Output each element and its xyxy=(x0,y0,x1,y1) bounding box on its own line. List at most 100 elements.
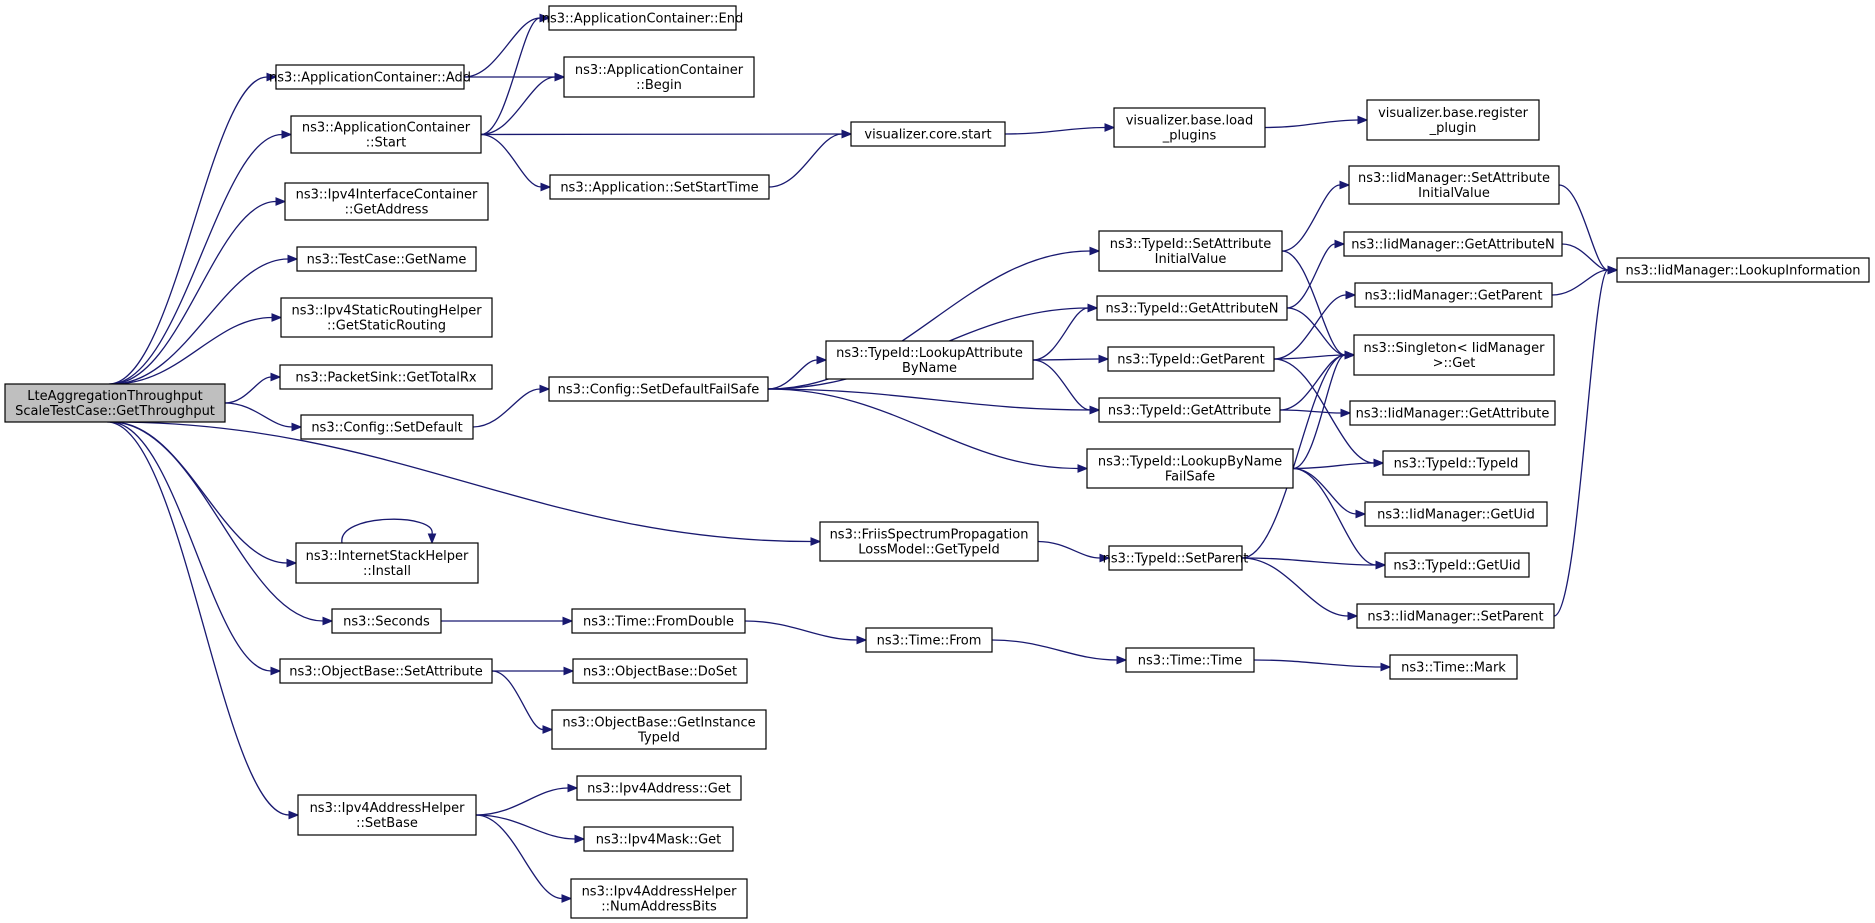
node-label: ns3::Config::SetDefault xyxy=(311,421,462,436)
node-box xyxy=(1107,346,1275,372)
edge-line xyxy=(463,17,541,78)
edge-appadd-to-append xyxy=(463,13,551,78)
node-box xyxy=(280,297,493,338)
node-objdoset[interactable]: ns3::ObjectBase::DoSet xyxy=(572,658,748,684)
node-label: ScaleTestCase::GetThroughput xyxy=(15,404,215,419)
node-label: ::Begin xyxy=(636,78,682,93)
edge-inetinstall-to-inetinstall xyxy=(341,518,437,545)
node-ipv4maskget[interactable]: ns3::Ipv4Mask::Get xyxy=(583,826,734,852)
node-box xyxy=(295,542,479,584)
node-iidsetparent[interactable]: ns3::IidManager::SetParent xyxy=(1356,603,1555,629)
node-seconds[interactable]: ns3::Seconds xyxy=(331,608,442,634)
node-ipv4addrsetbase[interactable]: ns3::Ipv4AddressHelper::SetBase xyxy=(297,794,477,836)
edge-tidsetattrinit-to-iidsetattrinit xyxy=(1281,180,1351,252)
node-label: visualizer.core.start xyxy=(864,128,991,143)
node-cfgsetdefaultfs[interactable]: ns3::Config::SetDefaultFailSafe xyxy=(548,376,769,402)
node-tidgetattr[interactable]: ns3::TypeId::GetAttribute xyxy=(1098,397,1281,423)
node-singletonget[interactable]: ns3::Singleton< IidManager >::Get xyxy=(1353,334,1555,376)
node-label: LossModel::GetTypeId xyxy=(858,543,999,558)
node-appsetstart[interactable]: ns3::Application::SetStartTime xyxy=(549,174,770,200)
edge-arrowhead xyxy=(539,384,551,394)
node-append[interactable]: ns3::ApplicationContainer::End xyxy=(542,5,743,31)
edge-line xyxy=(1292,462,1375,470)
node-testgetname[interactable]: ns3::TestCase::GetName xyxy=(296,246,477,272)
edge-arrowhead xyxy=(1099,553,1111,563)
edge-arrowhead xyxy=(1375,560,1387,570)
node-tidgetuid[interactable]: ns3::TypeId::GetUid xyxy=(1384,552,1530,578)
node-iidgetparent[interactable]: ns3::IidManager::GetParent xyxy=(1354,282,1553,308)
node-label: ByName xyxy=(902,361,957,376)
node-label: ns3::IidManager::LookupInformation xyxy=(1625,264,1860,279)
edge-ipv4addrsetbase-to-ipv4addrget xyxy=(475,783,579,816)
node-label: visualizer.base.load xyxy=(1126,114,1254,129)
node-label: ns3::TypeId::SetParent xyxy=(1103,552,1249,567)
node-ipv4static[interactable]: ns3::Ipv4StaticRoutingHelper::GetStaticR… xyxy=(280,297,493,338)
node-box xyxy=(1364,501,1548,527)
edge-arrowhead xyxy=(567,783,579,793)
node-iidgetattrn[interactable]: ns3::IidManager::GetAttributeN xyxy=(1343,231,1563,257)
node-vizload[interactable]: visualizer.base.load_plugins xyxy=(1113,107,1266,148)
node-iidgetuid[interactable]: ns3::IidManager::GetUid xyxy=(1364,501,1548,527)
edge-tidlookupattr-to-tidgetparent xyxy=(1032,354,1110,364)
edge-arrowhead xyxy=(1077,464,1089,473)
edge-line xyxy=(111,421,324,622)
node-timetime[interactable]: ns3::Time::Time xyxy=(1125,647,1255,673)
edge-root-to-seconds xyxy=(111,421,334,626)
node-timemark[interactable]: ns3::Time::Mark xyxy=(1389,654,1518,680)
edge-line xyxy=(744,620,858,641)
edge-arrowhead xyxy=(1334,239,1346,249)
node-label: ns3::Ipv4StaticRoutingHelper xyxy=(291,304,482,319)
node-iidlookupinfo[interactable]: ns3::IidManager::LookupInformation xyxy=(1616,257,1870,283)
edge-arrowhead xyxy=(271,313,283,322)
edge-tidsetparent-to-singletonget xyxy=(1241,350,1356,559)
node-ipv4numbits[interactable]: ns3::Ipv4AddressHelper::NumAddressBits xyxy=(570,878,748,919)
edge-arrowhead xyxy=(1340,408,1352,418)
node-tidsetparent[interactable]: ns3::TypeId::SetParent xyxy=(1103,545,1249,571)
node-box xyxy=(4,383,226,423)
edge-vizstart-to-vizload xyxy=(1004,123,1116,135)
node-appstart[interactable]: ns3::ApplicationContainer::Start xyxy=(290,115,482,154)
node-box xyxy=(548,5,737,31)
node-vizreg[interactable]: visualizer.base.register_plugin xyxy=(1366,99,1540,141)
node-cfgsetdefault[interactable]: ns3::Config::SetDefault xyxy=(300,414,474,440)
edge-vizload-to-vizreg xyxy=(1264,115,1369,129)
node-root[interactable]: LteAggregationThroughputScaleTestCase::G… xyxy=(4,383,226,423)
node-timefromdouble[interactable]: ns3::Time::FromDouble xyxy=(571,608,746,634)
node-iidgetattr[interactable]: ns3::IidManager::GetAttribute xyxy=(1349,400,1556,426)
node-appadd[interactable]: ns3::ApplicationContainer::Add xyxy=(269,64,471,90)
node-tidtypeid[interactable]: ns3::TypeId::TypeId xyxy=(1382,450,1530,476)
node-iidsetattrinit[interactable]: ns3::IidManager::SetAttributeInitialValu… xyxy=(1348,165,1560,205)
node-ipv4addrget[interactable]: ns3::Ipv4Address::Get xyxy=(576,775,742,801)
edge-tidlookupattr-to-tidgetattrn xyxy=(1032,303,1099,361)
node-vizstart[interactable]: visualizer.core.start xyxy=(850,121,1006,147)
function-nodes: LteAggregationThroughputScaleTestCase::G… xyxy=(4,5,1870,919)
edge-arrowhead xyxy=(275,197,287,206)
edge-arrowhead xyxy=(270,372,282,382)
node-inetinstall[interactable]: ns3::InternetStackHelper::Install xyxy=(295,542,479,584)
node-appbegin[interactable]: ns3::ApplicationContainer::Begin xyxy=(563,56,755,98)
node-box xyxy=(570,878,748,919)
edge-arrowhead xyxy=(816,355,828,365)
edge-line xyxy=(1286,243,1336,309)
node-ipv4ifaddr[interactable]: ns3::Ipv4InterfaceContainer::GetAddress xyxy=(284,182,489,221)
node-box xyxy=(1349,400,1556,426)
node-box xyxy=(1354,282,1553,308)
edge-line xyxy=(767,359,818,390)
node-label: ns3::TypeId::SetAttribute xyxy=(1110,237,1272,252)
node-friis[interactable]: ns3::FriisSpectrumPropagationLossModel::… xyxy=(819,521,1039,562)
edge-cfgsetdefaultfs-to-tidsetattrinit xyxy=(767,246,1101,390)
node-label: _plugin xyxy=(1429,121,1477,136)
node-timefrom[interactable]: ns3::Time::From xyxy=(865,627,993,653)
node-box xyxy=(297,794,477,836)
edge-line xyxy=(1032,358,1100,361)
node-packetsink[interactable]: ns3::PacketSink::GetTotalRx xyxy=(279,364,493,390)
edge-line xyxy=(767,388,1079,470)
node-tidgetparent[interactable]: ns3::TypeId::GetParent xyxy=(1107,346,1275,372)
node-objsetattr[interactable]: ns3::ObjectBase::SetAttribute xyxy=(279,658,493,684)
node-box xyxy=(1366,99,1540,141)
node-tidgetattrn[interactable]: ns3::TypeId::GetAttributeN xyxy=(1096,295,1288,321)
